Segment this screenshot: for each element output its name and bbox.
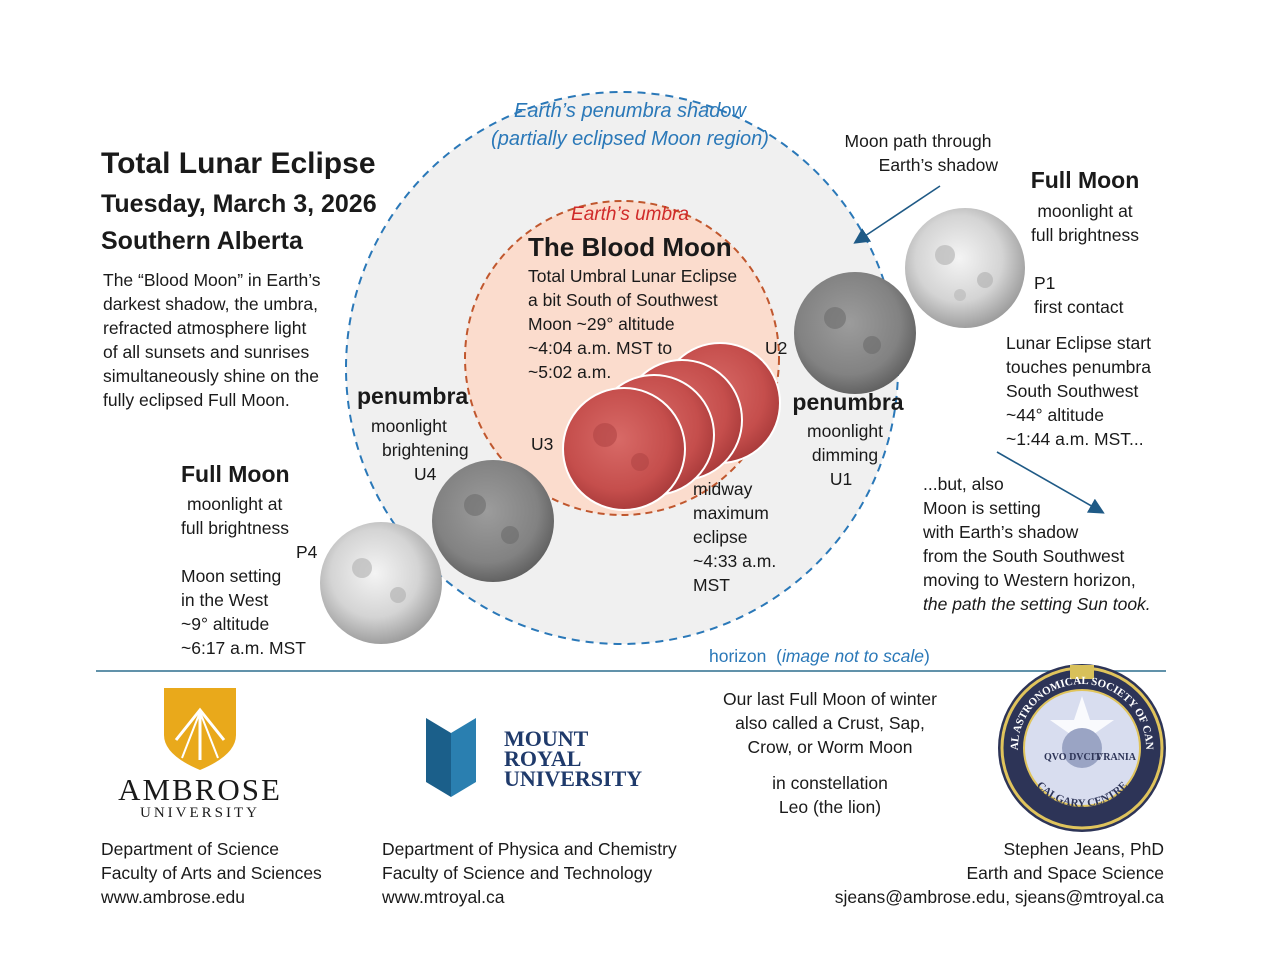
eclipse-start-line: touches penumbra [1006, 357, 1151, 377]
penumbra-left-line: moonlight [371, 416, 447, 436]
penumbra-right-line: moonlight [807, 421, 883, 441]
moon-path-line1: Moon path through [844, 131, 992, 151]
midway-line: eclipse [693, 527, 748, 547]
setting-path-line: from the South Southwest [923, 546, 1125, 566]
u2-label: U2 [765, 338, 788, 358]
moon-path-line2: Earth’s shadow [878, 155, 998, 175]
rasc-seal-text: ROYAL ASTRONOMICAL SOCIETY OF CANADA CAL… [996, 662, 1155, 810]
full-moon-right-line: moonlight at [1037, 201, 1133, 221]
midway-line: MST [693, 575, 730, 595]
penumbra-label-line1: Earth’s penumbra shadow [514, 100, 746, 122]
title-line2: Tuesday, March 3, 2026 [101, 190, 377, 218]
full-moon-left-title: Full Moon [181, 461, 290, 487]
midway-line: ~4:33 a.m. [693, 551, 777, 571]
midway-line: midway [693, 479, 753, 499]
winter-note-line: Our last Full Moon of winter [723, 689, 937, 709]
title-line1: Total Lunar Eclipse [101, 147, 376, 180]
moon-u1 [794, 272, 916, 394]
title-line3: Southern Alberta [101, 227, 303, 255]
p4-label: P4 [296, 542, 318, 562]
intro-line: fully eclipsed Full Moon. [103, 390, 290, 410]
setting-path-line: moving to Western horizon, [923, 570, 1136, 590]
svg-text:CALGARY CENTRE: CALGARY CENTRE [1034, 779, 1130, 809]
moon-u3 [562, 387, 686, 511]
horizon-note: image not to scale [781, 646, 924, 666]
ambrose-logo-name: AMBROSE [118, 772, 282, 807]
p1-desc: first contact [1034, 297, 1124, 317]
setting-path-italic: the path the setting Sun took. [923, 594, 1151, 614]
ambrose-line: Faculty of Arts and Sciences [101, 863, 322, 883]
blood-moon-line: ~5:02 a.m. [528, 362, 612, 382]
blood-moon-line: a bit South of Southwest [528, 290, 718, 310]
mru-line: Faculty of Science and Technology [382, 863, 653, 883]
ambrose-logo-shield [164, 688, 236, 770]
intro-line: darkest shadow, the umbra, [103, 294, 318, 314]
umbra-label: Earth’s umbra [571, 204, 689, 225]
rasc-seal [998, 664, 1166, 832]
mru-line: Department of Physica and Chemistry [382, 839, 677, 859]
horizon-word: horizon [709, 646, 767, 666]
moon-setting-line: Moon setting [181, 566, 282, 586]
full-moon-left-line: full brightness [181, 518, 289, 538]
seal-left-text: QVO DVCIT [1044, 752, 1102, 763]
blood-moon-line: Total Umbral Lunar Eclipse [528, 266, 738, 286]
ambrose-link[interactable]: www.ambrose.edu [101, 887, 245, 907]
moon-p1 [905, 208, 1025, 328]
penumbra-label-line2: (partially eclipsed Moon region) [491, 128, 769, 150]
setting-path-line: with Earth’s shadow [923, 522, 1079, 542]
mru-logo-line: UNIVERSITY [504, 766, 643, 791]
seal-top-text: ROYAL ASTRONOMICAL SOCIETY OF CANADA [996, 662, 1155, 750]
intro-line: of all sunsets and sunrises [103, 342, 310, 362]
author-line: Stephen Jeans, PhD [1003, 839, 1164, 859]
intro-line: The “Blood Moon” in Earth’s [103, 270, 321, 290]
author-line: Earth and Space Science [966, 863, 1165, 883]
penumbra-right-line: dimming [811, 445, 879, 465]
u3-label: U3 [531, 434, 554, 454]
moon-setting-line: ~6:17 a.m. MST [181, 638, 306, 658]
eclipse-start-line: Lunar Eclipse start [1006, 333, 1151, 353]
full-moon-left-line: moonlight at [187, 494, 283, 514]
blood-moon-line: ~4:04 a.m. MST to [528, 338, 673, 358]
u1-label: U1 [829, 469, 853, 489]
author-email[interactable]: sjeans@ambrose.edu, sjeans@mtroyal.ca [834, 887, 1164, 907]
ambrose-line: Department of Science [101, 839, 280, 859]
full-moon-right-title: Full Moon [1030, 167, 1140, 193]
intro-line: refracted atmosphere light [103, 318, 307, 338]
svg-text:ROYAL ASTRONOMICAL SOCIETY OF: ROYAL ASTRONOMICAL SOCIETY OF CANADA [996, 662, 1155, 750]
ambrose-logo-sub: UNIVERSITY [140, 805, 260, 821]
moon-path-arrow [853, 185, 941, 244]
eclipse-start-line: South Southwest [1006, 381, 1139, 401]
winter-note-line: also called a Crust, Sap, [735, 713, 925, 733]
seal-right-text: VRANIA [1096, 752, 1137, 763]
eclipse-start-line: ~1:44 a.m. MST... [1006, 429, 1144, 449]
intro-line: simultaneously shine on the [103, 366, 319, 386]
seal-bottom-text: CALGARY CENTRE [1034, 779, 1130, 809]
p1-label: P1 [1034, 273, 1056, 293]
penumbra-right-title: penumbra [792, 389, 904, 415]
constellation-line: Leo (the lion) [778, 797, 882, 817]
full-moon-right-line: full brightness [1031, 225, 1139, 245]
constellation-line: in constellation [772, 773, 888, 793]
mru-logo-line: MOUNT [504, 726, 589, 751]
eclipse-start-line: ~44° altitude [1006, 405, 1104, 425]
u4-label: U4 [414, 464, 437, 484]
moon-u4 [432, 460, 554, 582]
midway-line: maximum [693, 503, 769, 523]
mru-link[interactable]: www.mtroyal.ca [382, 887, 505, 907]
moon-setting-line: ~9° altitude [181, 614, 270, 634]
mru-logo-line: ROYAL [504, 746, 582, 771]
penumbra-left-title: penumbra [357, 383, 469, 409]
moon-setting-line: in the West [181, 590, 269, 610]
penumbra-left-line: brightening [382, 440, 469, 460]
moon-p4 [320, 522, 442, 644]
setting-arrow [996, 451, 1105, 514]
setting-path-line: ...but, also [923, 474, 1004, 494]
winter-note-line: Crow, or Worm Moon [747, 737, 913, 757]
mru-logo-mark [426, 718, 476, 797]
blood-moon-line: Moon ~29° altitude [528, 314, 675, 334]
horizon-label: horizon (image not to scale) [709, 646, 930, 666]
blood-moon-title: The Blood Moon [528, 232, 732, 262]
setting-path-line: Moon is setting [923, 498, 1041, 518]
